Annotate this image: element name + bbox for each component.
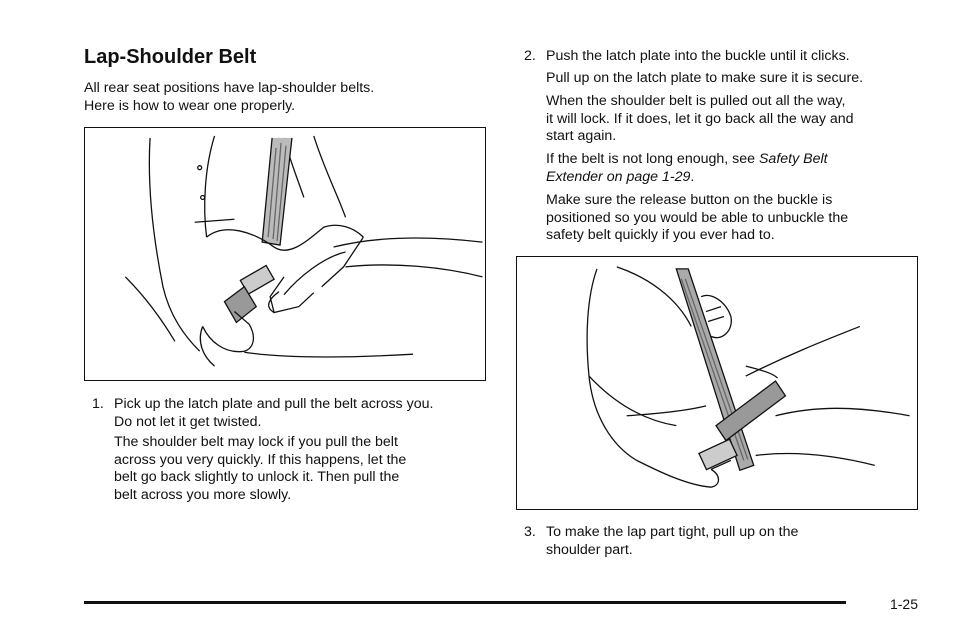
step-2-note-4: Make sure the release button on the buck… xyxy=(546,192,926,245)
step-2-note-3: If the belt is not long enough, see Safe… xyxy=(546,151,926,186)
step-2-note-3-line-2: Extender on page 1-29. xyxy=(546,169,926,187)
note-3-prefix: If the belt is not long enough, see xyxy=(546,151,759,167)
step-2-note-4-line-2: positioned so you would be able to unbuc… xyxy=(546,209,849,226)
step-1: 1. Pick up the latch plate and pull the … xyxy=(92,396,492,431)
step-1-note-line-4: belt across you more slowly. xyxy=(114,486,292,503)
step-2-note-2-line-2: it will lock. If it does, let it go back… xyxy=(546,110,854,127)
step-2-note-2: When the shoulder belt is pulled out all… xyxy=(546,93,926,146)
step-2-note-2-line-3: start again. xyxy=(546,128,617,145)
step-2-note-3-line-1: If the belt is not long enough, see Safe… xyxy=(546,151,926,169)
page-number: 1-25 xyxy=(889,596,918,612)
step-3-number: 3. xyxy=(524,524,536,540)
step-3: 3. To make the lap part tight, pull up o… xyxy=(524,524,924,559)
footer-rule xyxy=(84,601,846,604)
step-1-note: The shoulder belt may lock if you pull t… xyxy=(114,434,494,504)
intro-line-1: All rear seat positions have lap-shoulde… xyxy=(84,80,375,96)
figure-pull-belt xyxy=(84,127,486,381)
step-2-note-4-line-1: Make sure the release button on the buck… xyxy=(546,192,833,208)
figure-tighten-belt xyxy=(516,256,918,510)
intro-paragraph: All rear seat positions have lap-shoulde… xyxy=(84,80,484,115)
step-2-note-4-line-3: safety belt quickly if you ever had to. xyxy=(546,227,775,244)
step-1-note-line-1: The shoulder belt may lock if you pull t… xyxy=(114,434,398,450)
page-title: Lap-Shoulder Belt xyxy=(84,46,257,68)
step-1-note-line-3: belt go back slightly to unlock it. Then… xyxy=(114,469,400,486)
pull-belt-illustration xyxy=(124,135,483,367)
step-1-line-1: Pick up the latch plate and pull the bel… xyxy=(114,396,434,412)
step-3-line-1: To make the lap part tight, pull up on t… xyxy=(546,524,799,540)
step-2-note-1: Pull up on the latch plate to make sure … xyxy=(546,70,864,86)
extender-page-link[interactable]: Extender on page 1-29 xyxy=(546,168,691,185)
safety-belt-link[interactable]: Safety Belt xyxy=(758,151,828,167)
step-1-line-2: Do not let it get twisted. xyxy=(114,413,262,430)
step-1-number: 1. xyxy=(92,396,104,412)
step-2-line-1: Push the latch plate into the buckle unt… xyxy=(546,48,850,64)
note-3-suffix: . xyxy=(690,168,695,185)
step-2: 2. Push the latch plate into the buckle … xyxy=(524,48,924,66)
step-2-note-2-line-1: When the shoulder belt is pulled out all… xyxy=(546,93,846,109)
tighten-belt-illustration xyxy=(586,266,910,488)
step-3-line-2: shoulder part. xyxy=(546,541,633,558)
step-2-number: 2. xyxy=(524,48,536,64)
intro-line-2: Here is how to wear one properly. xyxy=(84,97,296,114)
step-1-note-line-2: across you very quickly. If this happens… xyxy=(114,451,407,468)
